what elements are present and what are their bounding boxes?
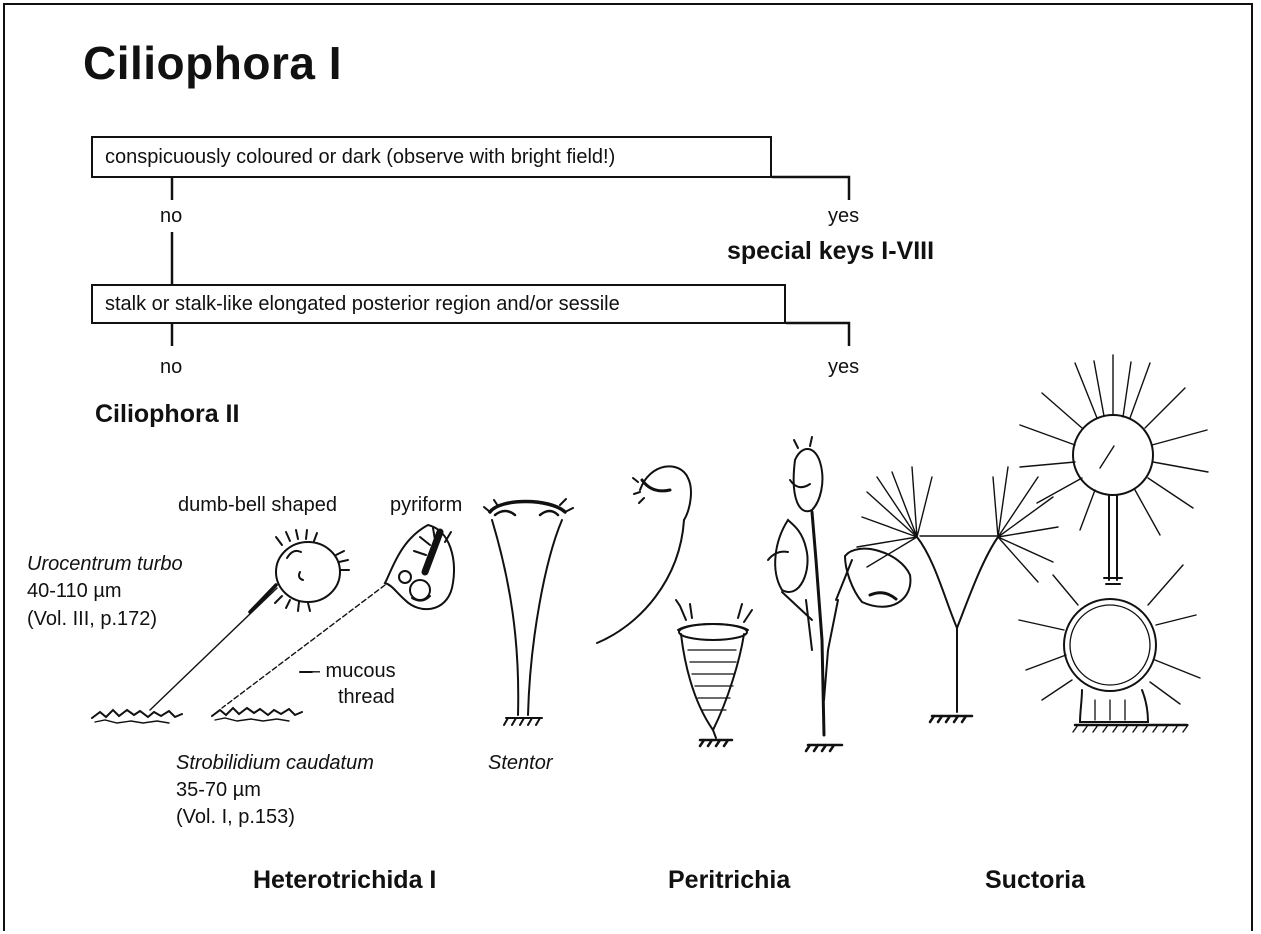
peritrich-solitary-drawing bbox=[597, 466, 691, 643]
peritrich-colony-drawing bbox=[768, 437, 910, 751]
urocentrum-name: Urocentrum turbo bbox=[27, 553, 183, 576]
thread-label: thread bbox=[338, 686, 395, 709]
strobilidium-ref: (Vol. I, p.153) bbox=[176, 806, 295, 829]
strobilidium-size: 35-70 µm bbox=[176, 779, 261, 802]
strobilidium-name: Strobilidium caudatum bbox=[176, 752, 374, 775]
urocentrum-ref: (Vol. III, p.172) bbox=[27, 608, 157, 631]
mucous-label: — mucous bbox=[300, 660, 396, 683]
stentor-drawing bbox=[484, 499, 573, 725]
pyriform-label: pyriform bbox=[390, 494, 462, 517]
urocentrum-size: 40-110 µm bbox=[27, 580, 122, 603]
dumbbell-label: dumb-bell shaped bbox=[178, 494, 337, 517]
suctoria-sphere-drawing bbox=[1019, 355, 1208, 732]
group-heterotrichida: Heterotrichida I bbox=[253, 866, 436, 895]
peritrich-lorica-drawing bbox=[676, 600, 752, 746]
group-peritrichia: Peritrichia bbox=[668, 866, 790, 895]
stentor-label: Stentor bbox=[488, 752, 552, 775]
group-suctoria: Suctoria bbox=[985, 866, 1085, 895]
